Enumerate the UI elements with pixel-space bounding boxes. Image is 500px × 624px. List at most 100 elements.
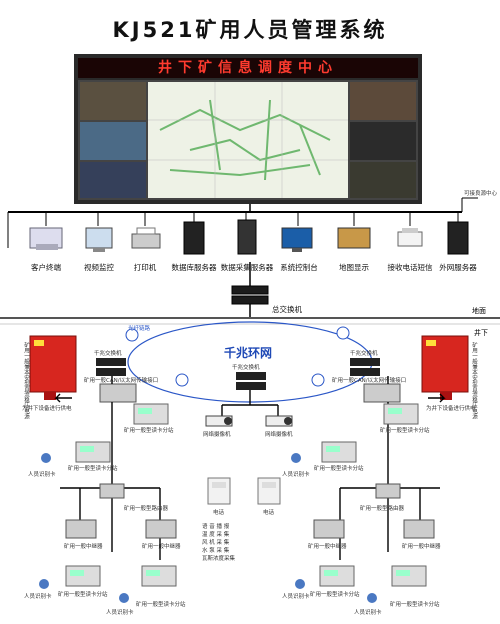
card-reader-icon (75, 441, 111, 463)
reader-label: 矿用一般型读卡分站 (310, 592, 360, 598)
page-title: KJ521矿用人员管理系统 (112, 18, 388, 42)
relay-label: 矿用一般中继器 (64, 544, 103, 550)
system-console-icon (281, 227, 313, 252)
mine-tunnels (159, 99, 331, 181)
fiber-link-icon (125, 326, 350, 387)
mine-map (148, 82, 348, 198)
camera-tile (80, 122, 146, 160)
card-reader-icon (383, 403, 419, 425)
card-reader-icon (141, 565, 177, 587)
card-reader-icon (391, 565, 427, 587)
relay-icon (313, 519, 345, 539)
sensor-item: 水 泵 采 集 (202, 548, 230, 554)
camera-tile (350, 162, 416, 198)
device-label: 数据库服务器 (171, 263, 217, 272)
sensor-item: 语 音 播 报 (202, 524, 230, 530)
can-interface-left (99, 383, 137, 403)
ring-switch-icon (236, 372, 266, 390)
ring-switch-label: 千兆交换机 (94, 351, 122, 357)
reader-label: 矿用一般型读卡分站 (68, 466, 118, 472)
card-label: 人员识别卡 (282, 594, 310, 600)
external-server-icon (447, 221, 469, 255)
ground-label: 地面 (472, 307, 486, 315)
screen-banner: 井下矿信息调度中心 (78, 58, 418, 78)
power-supply-right (421, 335, 469, 400)
database-server-icon (183, 221, 205, 255)
camera-label: 网络摄像机 (203, 432, 231, 438)
relay-icon (65, 519, 97, 539)
map-grid (148, 82, 348, 198)
can-port-right-label: 矿用一般CAN/以太网传输接口 (332, 378, 407, 384)
can-interface-right (363, 383, 401, 403)
power-note-left: 为井下设备进行供电 (22, 406, 72, 412)
device-label: 数据采集服务器 (220, 263, 274, 272)
router-label: 矿用一般型路由器 (124, 506, 169, 512)
ring-switch-label: 千兆交换机 (350, 351, 378, 357)
ring-switch-icon (96, 358, 126, 376)
ring-switch-label: 千兆交换机 (232, 365, 260, 371)
ring-switch-icon (350, 358, 380, 376)
acquisition-server-icon (237, 219, 257, 255)
sensor-item: 瓦斯浓度采集 (202, 556, 236, 562)
camera-tile (80, 82, 146, 120)
device-drops (45, 212, 459, 226)
card-reader-icon (319, 565, 355, 587)
device-label: 接收电话短信 (387, 263, 433, 272)
reader-label: 矿用一般型读卡分站 (58, 592, 108, 598)
reader-label: 矿用一般型读卡分站 (124, 428, 174, 434)
card-reader-icon (321, 441, 357, 463)
phone-label: 电话 (263, 510, 275, 516)
camera-tile (350, 122, 416, 160)
power-supply-left-label: 矿用一般兼本安型直流稳压电源 (23, 342, 29, 419)
sensor-item: 风 机 采 集 (202, 540, 230, 546)
reader-label: 矿用一般型读卡分站 (390, 602, 440, 608)
camera-tile (80, 162, 146, 198)
card-reader-icon (133, 403, 169, 425)
core-switch-label: 总交换机 (272, 305, 302, 314)
relay-label: 矿用一般中继器 (142, 544, 181, 550)
card-reader-icon (65, 565, 101, 587)
device-label: 视频监控 (84, 263, 114, 272)
device-label: 外网服务器 (439, 263, 477, 272)
can-port-left-label: 矿用一般CAN/以太网传输接口 (84, 378, 159, 384)
printer-icon (131, 227, 161, 249)
reader-label: 矿用一般型读卡分站 (314, 466, 364, 472)
ring-label: 千兆环网 (224, 346, 273, 360)
relay-icon (403, 519, 435, 539)
core-switch-icon (231, 285, 269, 305)
power-note-right: 为井下设备进行供电 (426, 406, 476, 412)
phone-icon (207, 477, 231, 505)
power-supply-left (29, 335, 77, 400)
device-label: 客户终端 (31, 263, 61, 272)
reader-label: 矿用一般型读卡分站 (136, 602, 186, 608)
device-label: 打印机 (133, 263, 157, 272)
underground-label: 井下 (474, 329, 488, 337)
device-label: 地图显示 (339, 263, 369, 272)
sms-phone-icon (397, 228, 423, 247)
relay-label: 矿用一般中继器 (402, 544, 441, 550)
map-display-icon (337, 227, 371, 249)
card-label: 人员识别卡 (106, 610, 134, 616)
router-icon (375, 483, 401, 499)
router-icon (99, 483, 125, 499)
network-camera-icon (265, 415, 293, 427)
relay-icon (145, 519, 177, 539)
relay-label: 矿用一般中继器 (308, 544, 347, 550)
card-label: 人员识别卡 (354, 610, 382, 616)
phone-icon (257, 477, 281, 505)
router-label: 矿用一般型路由器 (360, 506, 405, 512)
client-terminal-icon (29, 227, 63, 250)
camera-label: 网络摄像机 (265, 432, 293, 438)
sensor-item: 温 度 采 集 (202, 532, 230, 538)
card-label: 人员识别卡 (24, 594, 52, 600)
camera-tile (350, 82, 416, 120)
card-label: 人员识别卡 (28, 472, 56, 478)
video-monitor-icon (85, 227, 113, 252)
card-label: 人员识别卡 (282, 472, 310, 478)
reader-label: 矿用一般型读卡分站 (380, 428, 430, 434)
fiber-link-label: 光纤链路 (128, 326, 151, 332)
phone-label: 电话 (213, 510, 225, 516)
network-camera-icon (205, 415, 233, 427)
